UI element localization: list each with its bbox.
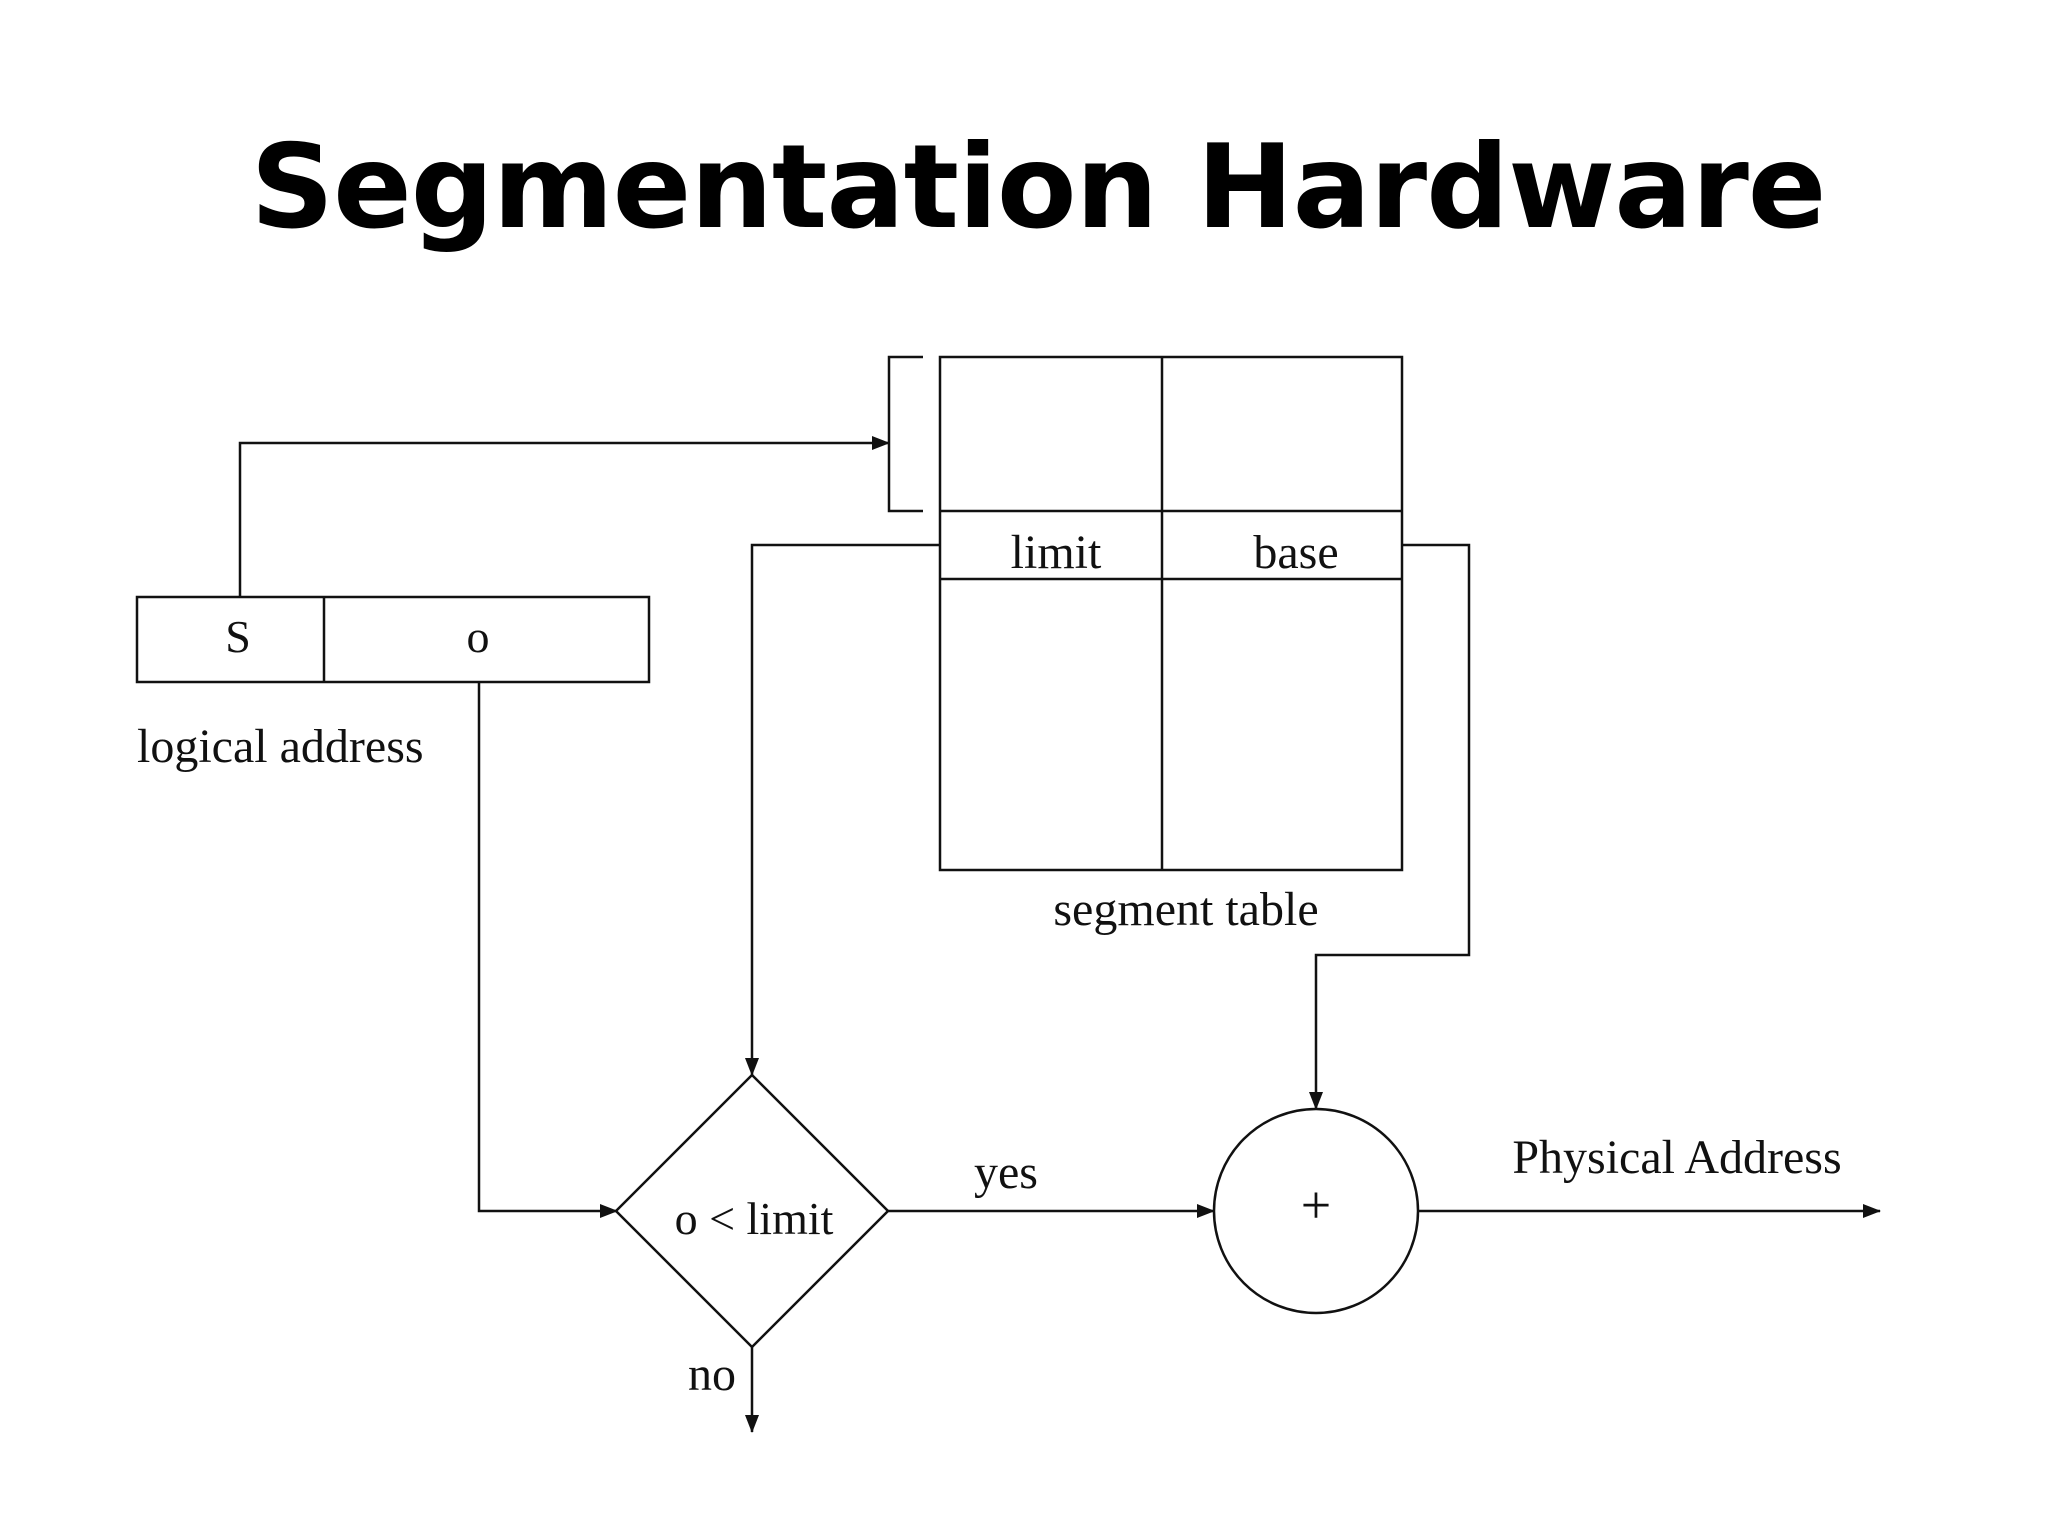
limit-arrow [745,543,940,1076]
segment-entry-bracket [887,355,923,513]
limit-header: limit [1011,526,1102,579]
base-arrow [1309,543,1471,1110]
yes-label: yes [974,1146,1038,1199]
offset-field-label: o [467,611,490,662]
comparator-condition: o < limit [675,1193,834,1244]
adder-symbol: + [1301,1175,1331,1235]
offset-arrow [477,682,618,1218]
segment-table-caption: segment table [1053,883,1318,936]
segment-field-label: S [225,611,251,662]
physical-address-label: Physical Address [1512,1131,1841,1184]
logical-address-caption: logical address [137,720,424,773]
segment-number-arrow [238,436,890,597]
segment-table [938,355,1404,872]
base-header: base [1253,526,1338,579]
slide-title: Segmentation Hardware [250,120,1827,255]
no-label: no [688,1348,736,1401]
logical-address-register [135,595,651,684]
